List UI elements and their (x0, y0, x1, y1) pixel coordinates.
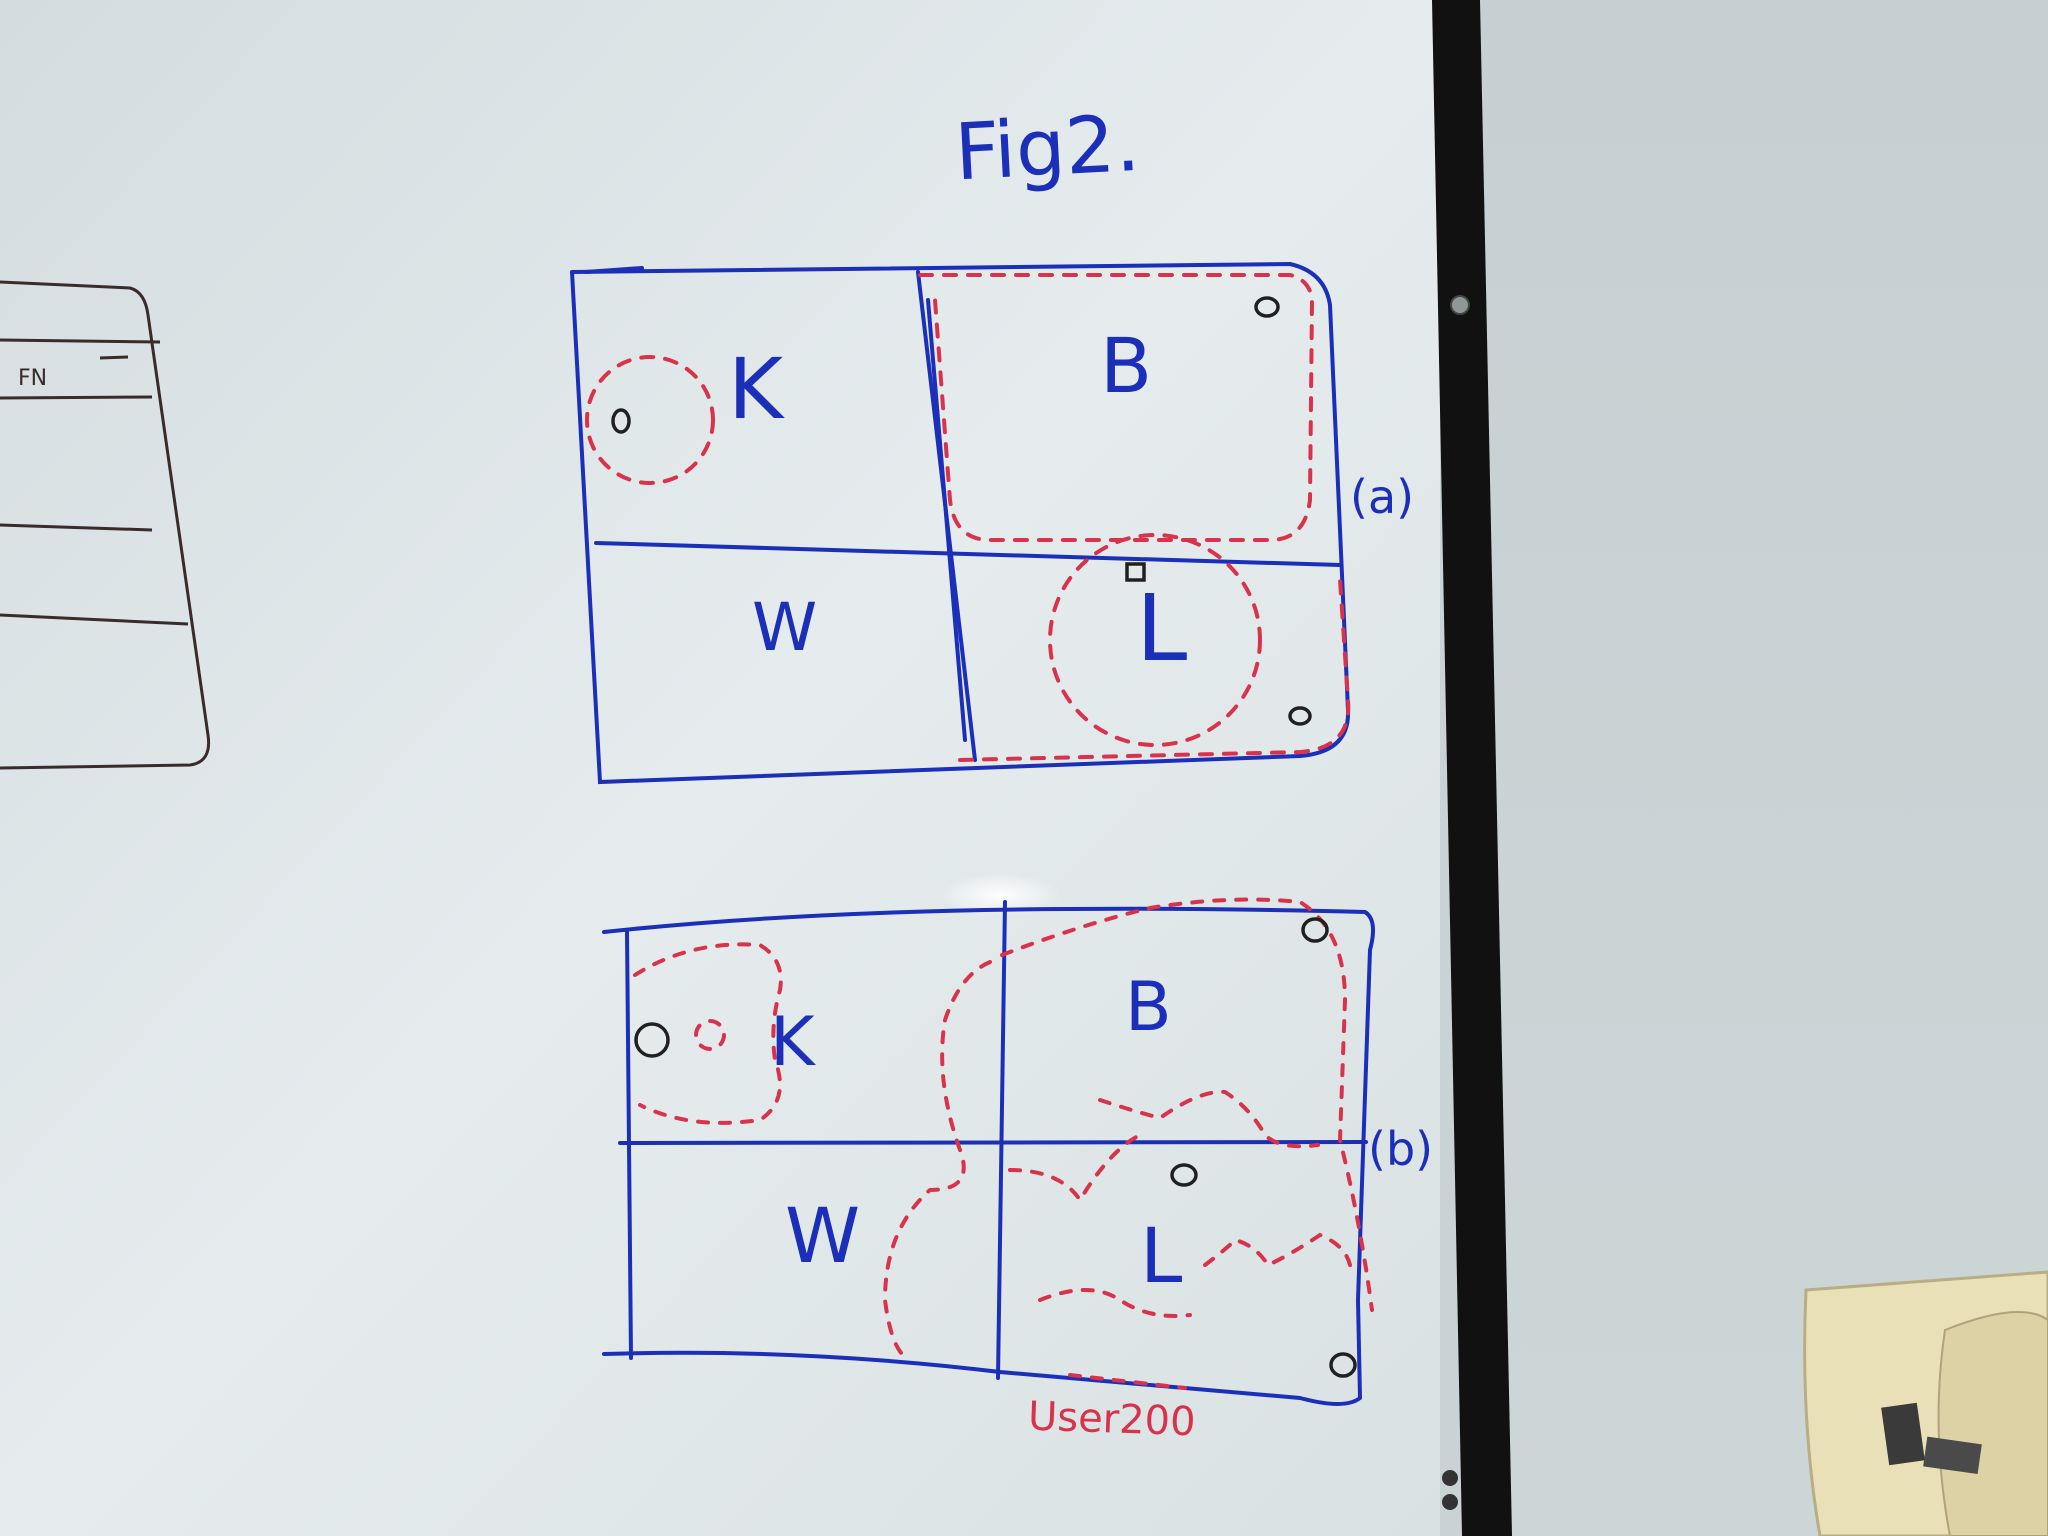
frame-screw (1450, 295, 1470, 315)
frame-screw-lower (1442, 1470, 1458, 1486)
figure-a-red-regions (585, 273, 1351, 762)
figure-b-label-k: K (770, 1003, 817, 1082)
figure-a-label-b: B (1100, 321, 1152, 410)
figure-b-markers (634, 917, 1357, 1378)
figure-a-label-w: W (752, 589, 817, 666)
light-glare (940, 873, 1060, 917)
figure-b-label-b: B (1125, 968, 1172, 1047)
whiteboard-surface (0, 0, 1440, 1536)
figure-b-label-l: L (1140, 1211, 1182, 1300)
figure-b-red-regions (633, 897, 1374, 1390)
figure-b-label-w: W (785, 1191, 860, 1280)
wall-phone (1803, 1270, 2048, 1536)
figure-b-panel-label: (b) (1368, 1122, 1433, 1176)
signature: User200 (1027, 1394, 1196, 1446)
board-frame (1432, 0, 1512, 1536)
figure-a-label-l: L (1136, 575, 1187, 682)
figure-a-label-k: K (728, 340, 785, 438)
figure-a-markers (611, 296, 1312, 726)
figure-b-grid (602, 900, 1376, 1406)
figure-title: Fig2. (953, 99, 1142, 199)
frame-screw-lower-2 (1442, 1494, 1458, 1510)
figure-a-panel-label: (a) (1350, 470, 1414, 524)
left-table-label: FN (18, 366, 47, 391)
left-table-sketch (0, 280, 211, 770)
